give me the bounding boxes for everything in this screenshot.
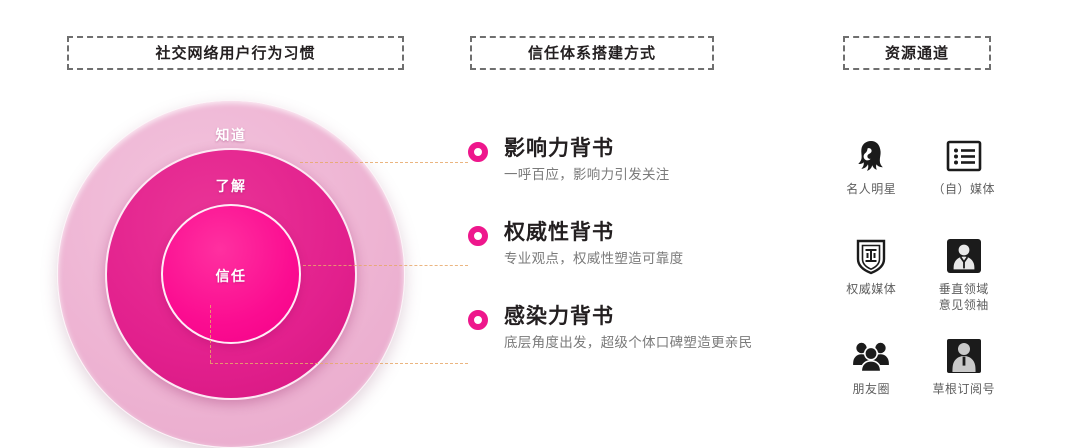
resource-item-label: （自）媒体 xyxy=(932,182,995,196)
resource-item-label: 权威媒体 xyxy=(846,282,897,296)
resource-item-celebrity: 名人明星 xyxy=(830,136,913,236)
media-list-icon xyxy=(944,136,984,176)
trust-item-subtitle: 专业观点，权威性塑造可靠度 xyxy=(504,251,684,267)
trust-methods-list: 影响力背书 一呼百应，影响力引发关注 权威性背书 专业观点，权威性塑造可靠度 感… xyxy=(468,136,798,388)
column-header-trust: 信任体系搭建方式 xyxy=(470,36,714,70)
resource-item-self-media: （自）媒体 xyxy=(923,136,1006,236)
grassroots-account-icon xyxy=(944,336,984,376)
authority-badge-icon xyxy=(851,236,891,276)
column-header-trust-label: 信任体系搭建方式 xyxy=(527,44,656,62)
resource-item-label: 草根订阅号 xyxy=(932,382,995,396)
trust-item-subtitle: 一呼百应，影响力引发关注 xyxy=(504,167,670,183)
concentric-rings-diagram: 知道 了解 信任 xyxy=(57,100,405,448)
bullet-ring-icon xyxy=(468,226,488,246)
connector-line-authority xyxy=(303,265,468,266)
bullet-ring-icon xyxy=(468,142,488,162)
ring-inner-label: 信任 xyxy=(215,268,247,284)
trust-item-authority: 权威性背书 专业观点，权威性塑造可靠度 xyxy=(468,220,798,276)
connector-line-appeal-vertical xyxy=(210,305,211,363)
trust-item-appeal: 感染力背书 底层角度出发，超级个体口碑塑造更亲民 xyxy=(468,304,798,360)
celebrity-icon xyxy=(851,136,891,176)
trust-item-title: 感染力背书 xyxy=(504,305,614,328)
column-header-behaviour-label: 社交网络用户行为习惯 xyxy=(155,44,316,62)
ring-inner-trust: 信任 xyxy=(161,204,301,344)
resource-item-moments: 朋友圈 xyxy=(830,336,913,436)
key-opinion-leader-icon xyxy=(944,236,984,276)
trust-item-title: 权威性背书 xyxy=(504,221,614,244)
trust-item-influence: 影响力背书 一呼百应，影响力引发关注 xyxy=(468,136,798,192)
connector-line-appeal xyxy=(210,363,468,364)
resource-channel-grid: 名人明星 （自）媒体 xyxy=(830,136,1005,436)
ring-middle-understand: 了解 xyxy=(105,148,357,400)
column-header-resource-label: 资源通道 xyxy=(884,44,949,62)
connector-line-influence xyxy=(300,162,468,163)
resource-item-label: 垂直领域 意见领袖 xyxy=(938,282,989,313)
trust-item-title: 影响力背书 xyxy=(504,137,614,160)
ring-middle-label: 了解 xyxy=(215,178,247,194)
trust-item-subtitle: 底层角度出发，超级个体口碑塑造更亲民 xyxy=(504,335,753,351)
resource-item-grassroots: 草根订阅号 xyxy=(923,336,1006,436)
resource-item-label: 名人明星 xyxy=(846,182,897,196)
resource-item-kol: 垂直领域 意见领袖 xyxy=(923,236,1006,336)
resource-item-authority-media: 权威媒体 xyxy=(830,236,913,336)
friends-group-icon xyxy=(851,336,891,376)
column-header-behaviour: 社交网络用户行为习惯 xyxy=(67,36,404,70)
bullet-ring-icon xyxy=(468,310,488,330)
resource-item-label: 朋友圈 xyxy=(852,382,890,396)
ring-outer-label: 知道 xyxy=(215,127,247,143)
column-header-resource: 资源通道 xyxy=(843,36,991,70)
